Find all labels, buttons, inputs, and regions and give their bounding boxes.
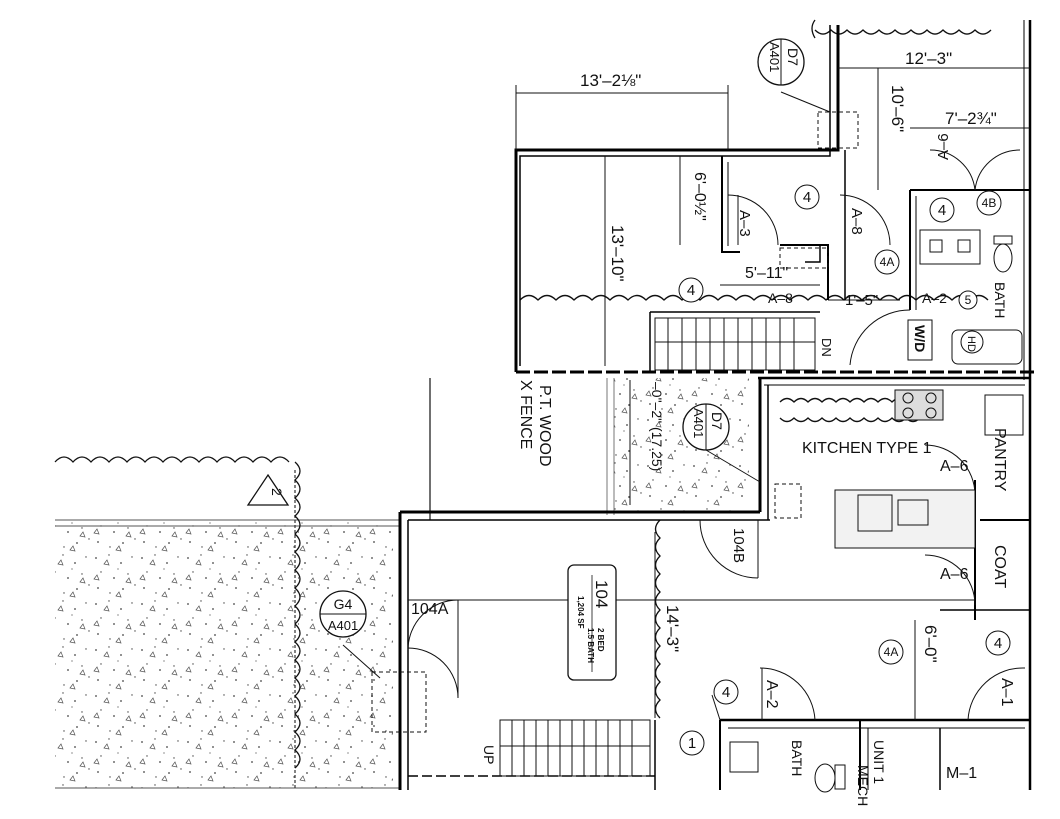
door-tag-a1: A–1 [998, 678, 1015, 707]
svg-text:4B: 4B [982, 196, 997, 210]
dimension-lines [408, 67, 1030, 720]
door-tag-a6c: A–6 [940, 566, 969, 583]
door-tag-a2b: A–2 [763, 680, 780, 709]
tag-4-c: 4 [678, 277, 704, 303]
door-tag-a6b: A–6 [940, 458, 969, 475]
dim-13-10: 13'–10" [608, 225, 627, 282]
room-bed: 2 BED [596, 628, 605, 652]
svg-text:G4: G4 [334, 596, 353, 612]
door-tag-a8b: A–8 [768, 290, 793, 306]
tag-5: 5 [958, 290, 978, 310]
dim-5-11: 5'–11" [745, 265, 788, 282]
door-104b: 104B [730, 528, 747, 563]
label-kitchen: KITCHEN TYPE 1 [802, 440, 932, 457]
svg-text:4: 4 [687, 282, 695, 299]
door-tag-a2: A–2 [922, 290, 947, 306]
room-labels: KITCHEN TYPE 1 PANTRY COAT BATH BATH W/D… [246, 282, 1008, 806]
svg-text:4A: 4A [884, 645, 899, 659]
room-area: 1,204 SF [576, 596, 585, 629]
dim-patio: –0"–2" (17.25) [649, 382, 665, 471]
tag-4-b: 4 [929, 197, 955, 223]
site-hardscape [55, 378, 749, 789]
section-tag-d7-upper: D7 A401 [757, 38, 805, 86]
svg-text:4: 4 [803, 189, 811, 206]
label-pantry: PANTRY [991, 428, 1008, 492]
svg-text:4: 4 [722, 684, 730, 701]
svg-text:D7: D7 [785, 48, 801, 66]
dim-6-0: 6'–0½" [691, 172, 708, 221]
room-bath: 1.5 BATH [586, 628, 595, 663]
section-tag-d7-lower: D7 A401 [682, 403, 730, 451]
label-bath-upper: BATH [992, 282, 1008, 318]
label-unit: UNIT 1 [871, 740, 887, 784]
dim-12-3: 12'–3" [905, 49, 952, 68]
svg-text:D7: D7 [709, 412, 725, 430]
circle-tags: 4 4 4 4 4 4A 4A 4B 1 5 [678, 184, 1011, 756]
room-tag-104: 104 2 BED 1.5 BATH 1,204 SF [567, 564, 617, 681]
door-tag-a8: A–8 [848, 208, 865, 235]
door-tag-a6: A–6 [935, 133, 952, 160]
leader-lines [342, 91, 831, 721]
revision-delta: 2 [246, 473, 290, 506]
svg-text:A401: A401 [328, 618, 358, 633]
dim-1-5: 1'–5" [845, 292, 878, 309]
svg-text:A401: A401 [767, 42, 782, 72]
dim-6-0-lower: 6'–0" [921, 625, 940, 663]
tag-4a-lower: 4A [878, 639, 904, 665]
walls [398, 20, 1035, 790]
tag-4-e: 4 [985, 630, 1011, 656]
hd-tag: HD [960, 330, 984, 354]
door-tags: A–3 A–8 A–8 A–2 A–6 A–6 A–6 A–2 A–1 M–1 [736, 133, 1015, 782]
dim-13-2: 13'–2⅛" [580, 71, 641, 90]
label-fence-1: P.T. WOOD [536, 385, 553, 467]
dimension-text: 13'–2⅛" 12'–3" 10'–6" 7'–2¾" 6'–0½" 13'–… [580, 49, 997, 663]
svg-text:4: 4 [994, 635, 1002, 652]
tag-4-a: 4 [794, 184, 820, 210]
door-tag-m1: M–1 [946, 765, 977, 782]
svg-text:1: 1 [688, 735, 696, 752]
tag-4a-upper: 4A [874, 249, 900, 275]
door-tag-a3: A–3 [736, 210, 753, 237]
door-swings [407, 149, 1026, 721]
label-dn: DN [819, 338, 834, 357]
tag-4-d: 4 [713, 679, 739, 705]
dim-7-2: 7'–2¾" [945, 109, 997, 128]
label-mech: MECH [855, 765, 871, 806]
svg-text:5: 5 [965, 293, 972, 307]
svg-text:HD: HD [965, 336, 977, 352]
label-up: UP [481, 745, 497, 764]
label-fence-2: X FENCE [517, 380, 534, 449]
tag-4b: 4B [976, 190, 1002, 216]
tag-1: 1 [679, 730, 705, 756]
label-bath-lower: BATH [789, 740, 805, 776]
door-104a: 104A [411, 601, 449, 618]
dim-10-6: 10'–6" [888, 85, 907, 132]
section-markers: D7 A401 D7 A401 G4 A401 [319, 38, 805, 638]
label-wd: W/D [912, 325, 928, 352]
svg-text:4: 4 [938, 202, 946, 219]
label-coat: COAT [991, 545, 1008, 588]
svg-text:4A: 4A [880, 255, 895, 269]
dim-14-3: 14'–3" [663, 605, 682, 652]
room-number: 104 [592, 580, 611, 608]
svg-text:2: 2 [269, 488, 285, 496]
svg-text:A401: A401 [691, 408, 706, 438]
stairs [499, 317, 816, 777]
fixtures [371, 111, 1024, 793]
section-tag-g4: G4 A401 [319, 590, 367, 638]
